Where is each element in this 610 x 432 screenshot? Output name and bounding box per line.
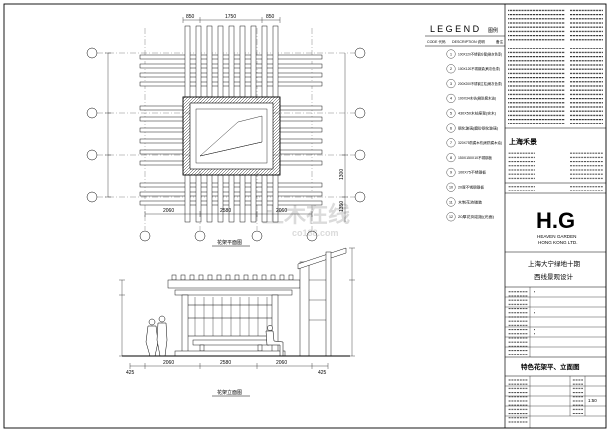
legend-item-desc: 20厚花岗岩板(光面) (458, 214, 494, 219)
grid-axis-bubbles (86, 47, 366, 242)
roof-rafters (171, 274, 294, 281)
legend-item-code: 12 (449, 215, 453, 219)
signature-rows (505, 287, 606, 357)
side-structure (297, 247, 347, 357)
right-post (271, 294, 279, 357)
legend: L E G E N D 图例 CODE 代码 DESCRIPTION 说明 备注… (425, 24, 505, 222)
legend-col-desc: DESCRIPTION 说明 (452, 39, 485, 44)
legend-item-code: 6 (450, 126, 452, 130)
legend-item: 1 100X120不锈钢方管(刷灰色漆) (446, 49, 502, 59)
center-glass-frame (182, 96, 281, 176)
legend-item: 3 200X200不锈钢立柱(刷灰色漆) (446, 79, 502, 89)
elev-dim-1: 425 (126, 370, 135, 376)
owner-field (508, 185, 603, 191)
legend-item-desc: 20厚不锈钢钢板 (458, 185, 484, 190)
legend-item-code: 10 (449, 186, 453, 190)
notes-text-en (508, 48, 603, 124)
company-logo: H.G (536, 208, 575, 233)
legend-item: 12 20厚花岗岩板(光面) (446, 212, 494, 222)
legend-item-desc: 320X75防腐木枋(刷防腐木油) (458, 140, 502, 145)
legend-item-desc: 钢化玻璃(磨砂钢化玻璃) (458, 125, 498, 130)
secondary-beam (174, 289, 293, 296)
dim-top-3: 850 (266, 14, 275, 20)
legend-item-desc: 430X50木枋座凳(实木) (458, 111, 496, 116)
legend-item-code: 2 (450, 67, 452, 71)
elev-dim-4: 2060 (276, 360, 287, 366)
dim-bottom-1: 2060 (163, 208, 174, 214)
dim-right-1: 1300 (339, 169, 345, 180)
sheet-info-rows: 1:50 (505, 376, 606, 428)
project-name-line-2: 西线景观设计 (534, 272, 574, 281)
dim-bottom-2: 2580 (220, 208, 231, 214)
scale-value: 1:50 (588, 398, 597, 403)
legend-item: 10 20厚不锈钢钢板 (446, 182, 484, 192)
legend-item-code: 1 (450, 52, 452, 56)
legend-item: 11 木制花池铺装 (446, 197, 482, 207)
elevation-view: 425 2060 2580 2060 425 花架立面图 (119, 247, 355, 397)
elev-dim-5: 425 (318, 370, 327, 376)
legend-item: 5 430X50木枋座凳(实木) (446, 108, 496, 118)
legend-title-cn: 图例 (488, 27, 498, 34)
plan-dimensions: 850 1750 850 2060 2580 2060 1300 1350 (105, 14, 348, 222)
project-name-line-1: 上海大宁绿地十期 (528, 259, 581, 268)
legend-item: 7 320X75防腐木枋(刷防腐木油) (446, 138, 502, 148)
legend-item-code: 7 (450, 141, 452, 145)
base-platform (174, 350, 286, 357)
legend-item-code: 11 (449, 200, 453, 204)
elev-dim-2: 2060 (163, 360, 174, 366)
plan-caption: 花架平面图 (217, 239, 242, 246)
notes-text-cn (508, 8, 603, 42)
elevation-caption: 花架立面图 (217, 389, 242, 396)
legend-item: 9 100X75不锈钢板 (446, 167, 486, 177)
person-2-head (158, 315, 166, 323)
dim-right-2: 1350 (339, 201, 345, 212)
legend-item-desc: 100X120不锈钢梁(刷灰色漆) (458, 66, 500, 71)
drawing-title: 特色花架平、立面图 (521, 362, 580, 371)
legend-item-code: 5 (450, 112, 452, 116)
left-post (181, 294, 189, 357)
logo-subtitle-2: HONG KONG LTD. (538, 240, 577, 245)
sheet-border (3, 3, 607, 429)
company-address-lines (508, 150, 603, 180)
company-name: 上海禾景 (509, 137, 537, 146)
legend-col-code: CODE 代码 (427, 39, 446, 44)
person-1-head (148, 318, 156, 326)
legend-item-code: 4 (450, 97, 452, 101)
vertical-slats (188, 297, 272, 337)
legend-item: 8 150X150X10不锈钢板 (446, 153, 492, 163)
people-figures (145, 315, 284, 357)
legend-item-desc: 100X34木枋(刷防腐木油) (458, 96, 496, 101)
legend-item-code: 3 (450, 82, 452, 86)
title-block: 上海禾景 H.G HEAVEN GARDEN HONG KONG LTD. 上海… (505, 8, 606, 428)
watermark-url: co188.com (292, 228, 339, 238)
legend-item-desc: 100X75不锈钢板 (458, 170, 486, 175)
roof-beam (167, 279, 301, 289)
legend-item-desc: 150X150X10不锈钢板 (458, 155, 492, 160)
dim-top-1: 850 (186, 14, 195, 20)
legend-item-code: 8 (450, 156, 452, 160)
elev-dim-3: 2580 (220, 360, 231, 366)
legend-item-desc: 100X120不锈钢方管(刷灰色漆) (458, 51, 502, 56)
legend-item-desc: 木制花池铺装 (458, 199, 482, 204)
elevation-dimensions: 425 2060 2580 2060 425 (119, 247, 355, 376)
legend-item: 6 钢化玻璃(磨砂钢化玻璃) (446, 123, 498, 133)
plan-view: 850 1750 850 2060 2580 2060 1300 1350 花架… (86, 14, 366, 247)
logo-subtitle-1: HEAVEN GARDEN (537, 234, 576, 239)
legend-item-code: 9 (450, 171, 452, 175)
legend-title: L E G E N D (430, 24, 480, 34)
legend-item: 2 100X120不锈钢梁(刷灰色漆) (446, 64, 500, 74)
legend-item: 4 100X34木枋(刷防腐木油) (446, 93, 496, 103)
legend-col-note: 备注 (496, 39, 504, 44)
dim-bottom-3: 2060 (276, 208, 287, 214)
legend-item-desc: 200X200不锈钢立柱(刷灰色漆) (458, 81, 502, 86)
dim-top-2: 1750 (225, 14, 236, 20)
seated-person-head (267, 325, 273, 331)
